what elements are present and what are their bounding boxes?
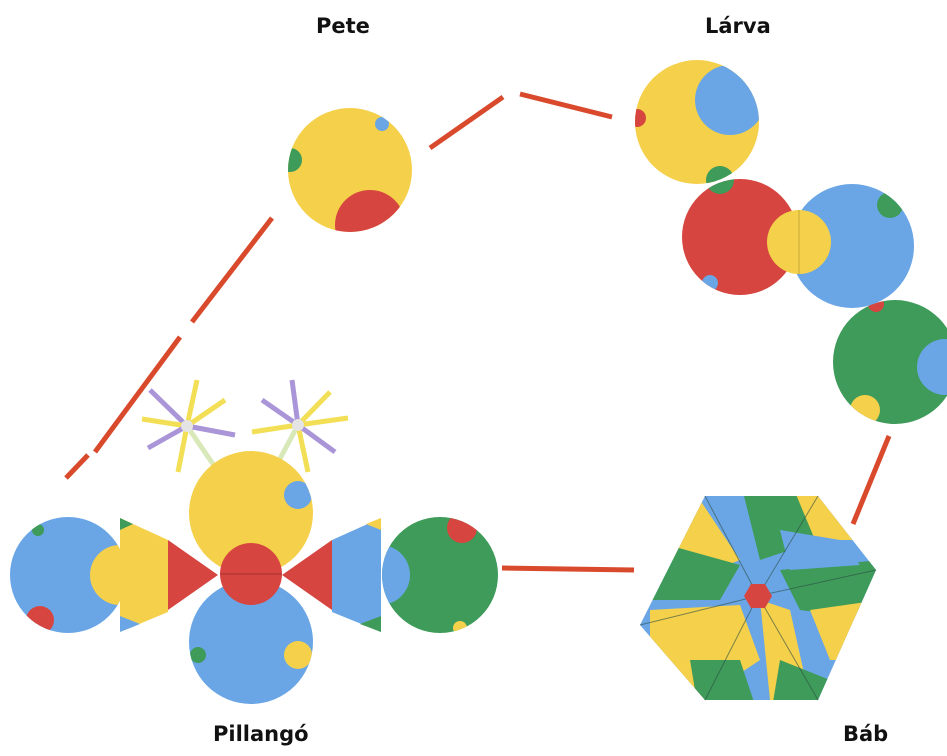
pupa-stage-label: Báb: [843, 722, 889, 746]
egg-shape: [288, 108, 412, 232]
pupa-shape: [639, 495, 877, 701]
butterfly-shape: [10, 379, 498, 704]
connector-segment: [850, 435, 892, 525]
larva-stage-label: Lárva: [705, 14, 771, 38]
butterfly-stage-label: Pillangó: [213, 722, 309, 746]
connector-segment: [64, 453, 90, 480]
connector-segment: [92, 335, 183, 454]
connector-lines: [64, 91, 892, 573]
connector-segment: [428, 94, 505, 151]
connector-segment: [190, 216, 274, 324]
egg-stage-label: Pete: [316, 14, 370, 38]
antenna-left: [141, 379, 236, 473]
connector-segment: [519, 91, 613, 120]
larva-shape: [635, 60, 947, 424]
connector-segment: [501, 565, 635, 573]
